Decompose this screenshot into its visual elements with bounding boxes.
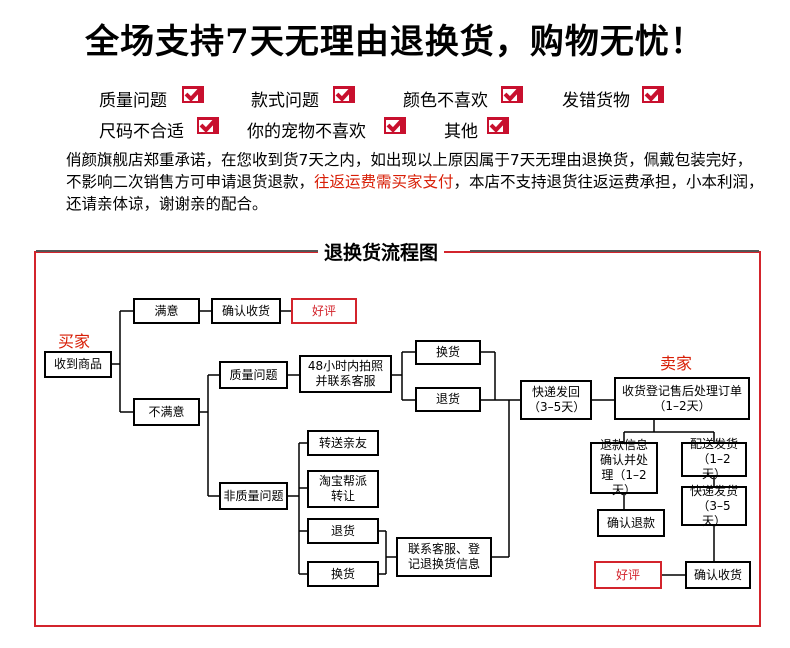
node-unsatisfied: 不满意 (133, 398, 200, 426)
reason-pet: 你的宠物不喜欢 (247, 117, 366, 142)
node-good-review: 好评 (291, 298, 357, 324)
node-exchange2: 换货 (307, 561, 379, 587)
check-icon (642, 86, 664, 103)
node-taobao-resell: 淘宝帮派转让 (307, 470, 379, 508)
reason-color: 颜色不喜欢 (403, 86, 488, 111)
node-non-quality: 非质量问题 (219, 482, 288, 510)
node-quality-issue: 质量问题 (219, 361, 288, 389)
node-receive: 收到商品 (44, 351, 112, 378)
node-delivery: 配送发货（1–2天） (681, 437, 747, 481)
reason-label: 发错货物 (562, 91, 630, 111)
reason-label: 颜色不喜欢 (403, 91, 488, 111)
reason-quality: 质量问题 (99, 86, 167, 111)
notice-part1: 俏颜旗舰店郑重承诺，在您收到货7天之内，如出现以上原因属于7天无理由退换货，佩戴… (66, 151, 753, 191)
reason-size: 尺码不合适 (99, 117, 184, 142)
reason-label: 其他 (444, 122, 478, 142)
headline: 全场支持7天无理由退换货，购物无忧！ (85, 22, 705, 62)
node-confirm-receipt2: 确认收货 (685, 561, 751, 589)
reason-label: 款式问题 (251, 91, 319, 111)
buyer-label: 买家 (58, 332, 91, 351)
check-icon (333, 86, 355, 103)
node-satisfied: 满意 (133, 298, 200, 324)
check-icon (384, 117, 406, 134)
node-express-send: 快递发回（3–5天） (520, 380, 592, 420)
node-confirm-refund: 确认退款 (597, 509, 665, 537)
node-confirm-receipt: 确认收货 (211, 298, 281, 324)
check-icon (197, 117, 219, 134)
node-photo-48h: 48小时内拍照并联系客服 (299, 355, 392, 393)
notice-highlight: 往返运费需买家支付 (314, 173, 454, 191)
node-contact-cs: 联系客服、登记退换货信息 (396, 537, 492, 577)
node-return2: 退货 (307, 518, 379, 544)
flow-title: 退换货流程图 (318, 238, 445, 265)
check-icon (182, 86, 204, 103)
check-icon (487, 117, 509, 134)
reason-style: 款式问题 (251, 86, 319, 111)
reason-wrong-item: 发错货物 (562, 86, 630, 111)
node-gift-friend: 转送亲友 (307, 430, 379, 456)
seller-label: 卖家 (660, 354, 693, 373)
reason-label: 你的宠物不喜欢 (247, 122, 366, 142)
node-refund-info: 退款信息确认并处理（1–2天） (590, 438, 658, 497)
node-exchange: 换货 (415, 340, 481, 365)
node-good-review2: 好评 (594, 561, 662, 589)
node-seller-register: 收货登记售后处理订单（1–2天） (614, 377, 750, 420)
reason-label: 尺码不合适 (99, 122, 184, 142)
notice-part2: ，本店不支持退货往返运费承担，小本利润，还请亲体谅，谢谢亲的配合。 (66, 173, 764, 213)
node-express-ship: 快递发货（3–5天） (681, 484, 747, 528)
check-icon (501, 86, 523, 103)
reason-other: 其他 (444, 117, 478, 142)
reason-label: 质量问题 (99, 91, 167, 111)
notice-text: 俏颜旗舰店郑重承诺，在您收到货7天之内，如出现以上原因属于7天无理由退换货，佩戴… (66, 149, 766, 215)
node-return: 退货 (415, 387, 481, 412)
